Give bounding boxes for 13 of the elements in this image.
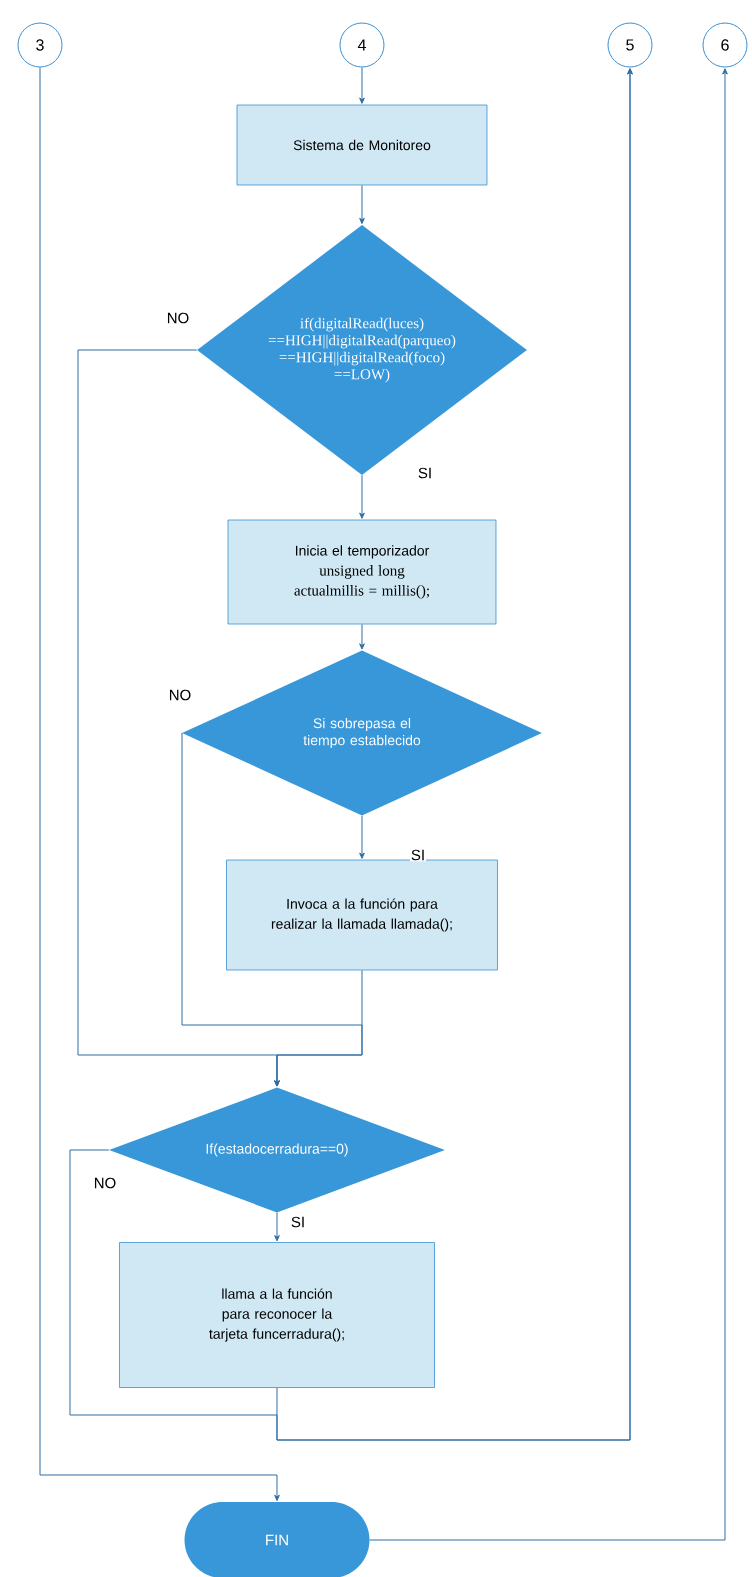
process-box: llama a la función para reconocer la tarjeta funcerradura();	[119, 1242, 435, 1388]
arrow	[276, 68, 633, 1441]
arrow	[359, 67, 365, 104]
arrow	[359, 815, 365, 859]
arrow	[274, 969, 363, 1087]
process-box: Sistema de Monitoreo	[236, 104, 488, 186]
arrow	[274, 1212, 280, 1242]
arrow	[359, 184, 365, 225]
process-box: Inicia el temporizador unsigned long actualmillis = millis();	[227, 519, 497, 625]
arrow	[39, 67, 280, 1502]
arrow	[359, 474, 365, 519]
arrow	[359, 623, 365, 650]
arrow	[369, 68, 728, 1541]
